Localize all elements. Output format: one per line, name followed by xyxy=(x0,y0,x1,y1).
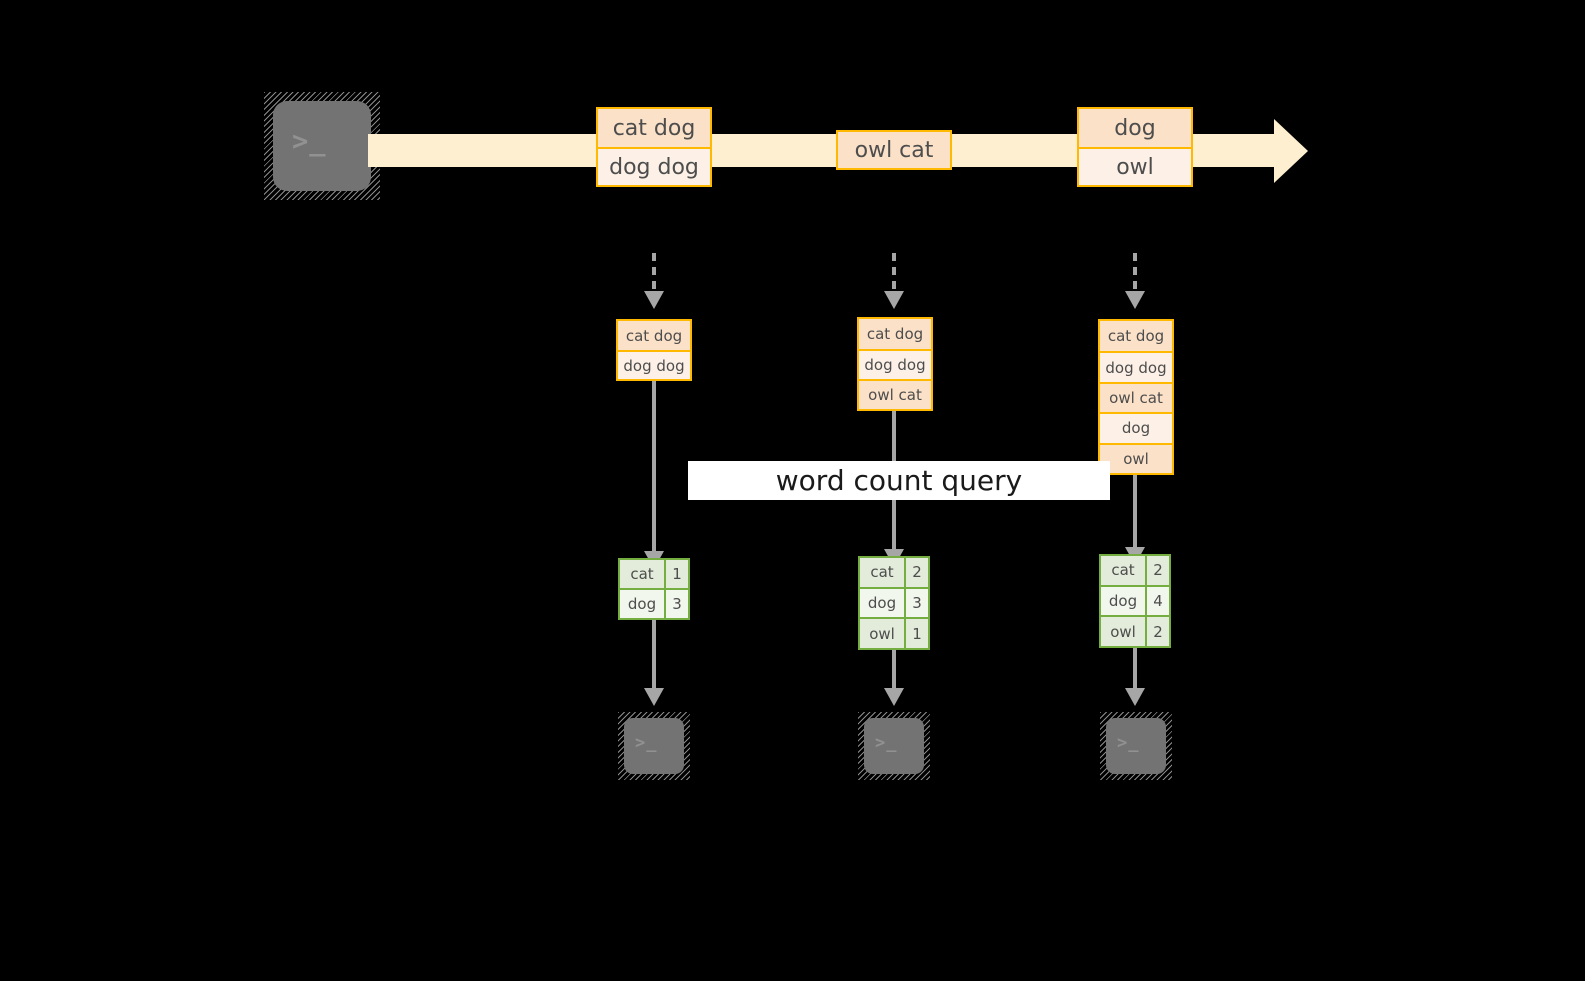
snapshot-input-line: owl cat xyxy=(1100,381,1172,413)
snapshot-input-line: owl xyxy=(1100,442,1172,473)
terminal-body xyxy=(624,718,684,774)
producer-terminal-icon: >_ xyxy=(264,92,380,200)
snapshot-feed-arrowhead xyxy=(1125,291,1145,309)
result-row: owl 2 xyxy=(1101,615,1169,647)
result-word-cell: cat xyxy=(620,560,664,588)
result-table: cat 2 dog 4 owl 2 xyxy=(1099,554,1171,648)
result-output-arrowhead xyxy=(1125,688,1145,706)
result-count-cell: 4 xyxy=(1145,586,1169,616)
query-connector-line xyxy=(652,381,656,553)
result-word-cell: dog xyxy=(860,588,904,618)
snapshot-feed-dashed-line xyxy=(1133,253,1137,293)
result-count-cell: 2 xyxy=(904,558,928,587)
result-table: cat 2 dog 3 owl 1 xyxy=(858,556,930,650)
stream-record-line: cat dog xyxy=(598,109,710,147)
terminal-prompt-glyph: >_ xyxy=(875,733,898,753)
consumer-terminal-icon: >_ xyxy=(618,712,690,780)
result-row: cat 1 xyxy=(620,560,688,588)
result-row: cat 2 xyxy=(1101,556,1169,585)
query-connector-line xyxy=(1133,475,1137,549)
query-label: word count query xyxy=(688,461,1110,500)
snapshot-input-box: cat dog dog dog xyxy=(616,319,692,381)
result-word-cell: cat xyxy=(860,558,904,587)
stream-record: owl cat xyxy=(836,130,952,170)
snapshot-input-line: dog dog xyxy=(859,349,931,379)
result-row: dog 3 xyxy=(620,588,688,618)
snapshot-input-line: cat dog xyxy=(1100,321,1172,352)
terminal-prompt-glyph: >_ xyxy=(1117,733,1140,753)
result-output-line xyxy=(892,650,896,690)
consumer-terminal-icon: >_ xyxy=(858,712,930,780)
stream-record-line: owl cat xyxy=(838,132,950,168)
result-output-arrowhead xyxy=(884,688,904,706)
result-row: cat 2 xyxy=(860,558,928,587)
result-row: dog 4 xyxy=(1101,584,1169,616)
result-word-cell: owl xyxy=(1101,617,1145,647)
snapshot-input-line: dog xyxy=(1100,412,1172,443)
result-word-cell: owl xyxy=(860,619,904,649)
snapshot-feed-arrowhead xyxy=(884,291,904,309)
snapshot-feed-arrowhead xyxy=(644,291,664,309)
result-count-cell: 2 xyxy=(1145,617,1169,647)
stream-record-line: owl xyxy=(1079,147,1191,185)
snapshot-input-line: cat dog xyxy=(618,321,690,350)
result-count-cell: 2 xyxy=(1145,556,1169,585)
result-output-line xyxy=(652,620,656,690)
result-row: owl 1 xyxy=(860,617,928,649)
terminal-body xyxy=(273,101,371,191)
result-count-cell: 1 xyxy=(904,619,928,649)
snapshot-input-box: cat dog dog dog owl cat dog owl xyxy=(1098,319,1174,475)
result-row: dog 3 xyxy=(860,586,928,618)
result-count-cell: 1 xyxy=(664,560,688,588)
terminal-prompt-glyph: >_ xyxy=(292,126,327,157)
terminal-body xyxy=(1106,718,1166,774)
stream-record: dog owl xyxy=(1077,107,1193,187)
snapshot-input-line: dog dog xyxy=(618,350,690,379)
snapshot-input-box: cat dog dog dog owl cat xyxy=(857,317,933,411)
stream-record: cat dog dog dog xyxy=(596,107,712,187)
terminal-body xyxy=(864,718,924,774)
result-count-cell: 3 xyxy=(664,590,688,618)
stream-arrowhead xyxy=(1274,119,1308,183)
result-word-cell: cat xyxy=(1101,556,1145,585)
snapshot-input-line: cat dog xyxy=(859,319,931,349)
snapshot-feed-dashed-line xyxy=(652,253,656,293)
result-table: cat 1 dog 3 xyxy=(618,558,690,620)
result-count-cell: 3 xyxy=(904,588,928,618)
snapshot-feed-dashed-line xyxy=(892,253,896,293)
result-output-line xyxy=(1133,648,1137,690)
snapshot-input-line: owl cat xyxy=(859,378,931,409)
result-word-cell: dog xyxy=(620,590,664,618)
result-output-arrowhead xyxy=(644,688,664,706)
result-word-cell: dog xyxy=(1101,586,1145,616)
terminal-prompt-glyph: >_ xyxy=(635,733,658,753)
stream-record-line: dog xyxy=(1079,109,1191,147)
snapshot-input-line: dog dog xyxy=(1100,351,1172,382)
stream-record-line: dog dog xyxy=(598,147,710,185)
consumer-terminal-icon: >_ xyxy=(1100,712,1172,780)
